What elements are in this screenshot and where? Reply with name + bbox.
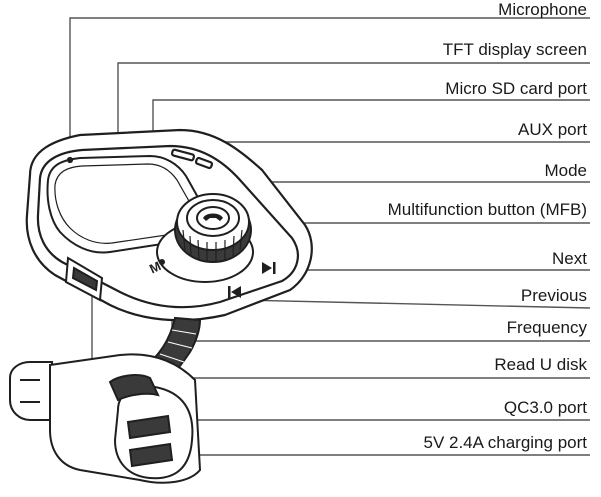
leader-microphone (69, 17, 590, 160)
label-mfb: Multifunction button (MFB) (387, 200, 587, 219)
label-micro-sd-port: Micro SD card port (445, 79, 587, 98)
label-aux-port: AUX port (518, 120, 587, 139)
label-tft-display: TFT display screen (442, 40, 587, 59)
mfb-knob (156, 193, 254, 283)
label-previous: Previous (520, 286, 587, 305)
label-mode: Mode (544, 161, 587, 180)
label-frequency: Frequency (506, 318, 587, 337)
label-microphone: Microphone (498, 0, 587, 19)
label-next: Next (552, 249, 587, 268)
leader-aux (191, 141, 590, 160)
label-qc30-port: QC3.0 port (503, 398, 587, 417)
transmitter-body (25, 128, 313, 322)
label-5v-charging: 5V 2.4A charging port (423, 433, 587, 452)
next-icon (262, 262, 276, 274)
previous-icon (228, 286, 241, 298)
label-read-u-disk: Read U disk (494, 355, 587, 374)
usb-slot (64, 256, 104, 302)
car-plug (9, 353, 202, 484)
mode-icon: M (147, 258, 165, 276)
